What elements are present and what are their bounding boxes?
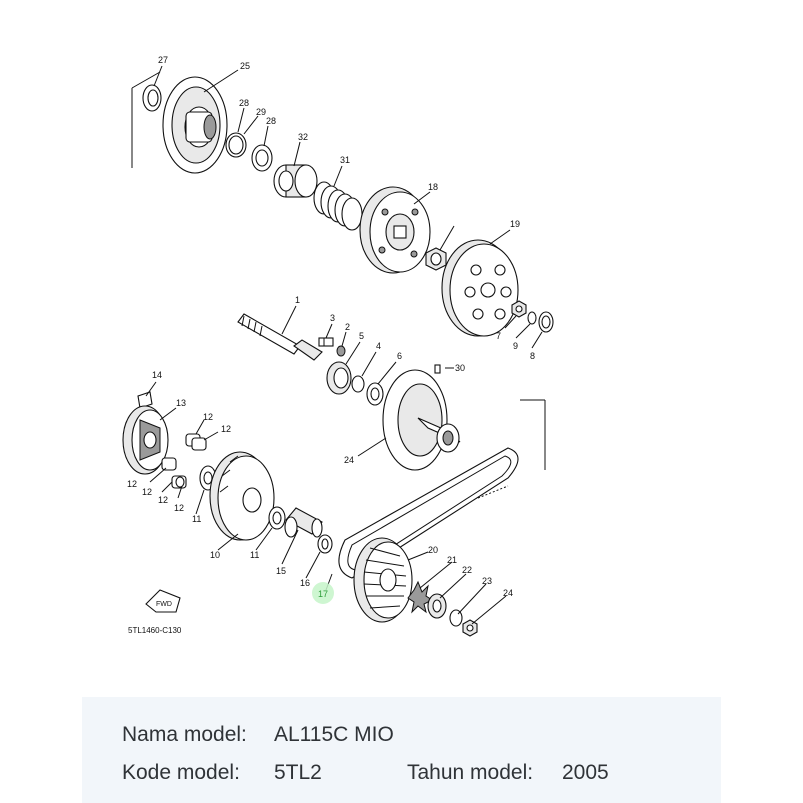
callout-16: 16 (300, 578, 310, 588)
part-24-clutch-outer (441, 239, 519, 337)
part-32-nut (425, 247, 447, 271)
exploded-parts-diagram: FWD (122, 55, 554, 637)
part-4-circlip (351, 375, 365, 393)
model-code-label: Kode model: (122, 761, 240, 784)
callout-12b: 12 (221, 424, 231, 434)
part-10-sliding-sheave (209, 451, 275, 541)
diagram-code: 5TL1460-C130 (128, 626, 182, 635)
part-16-washer (317, 534, 333, 554)
model-name-label: Nama model: (122, 723, 247, 746)
callout-14: 14 (152, 370, 162, 380)
part-27-oil-seal-b (251, 144, 273, 172)
part-28-rings (225, 132, 247, 158)
highlight-part-17 (312, 582, 334, 604)
part-19-washer (407, 580, 433, 614)
callout-5: 5 (359, 331, 364, 341)
part-22-nut (462, 619, 478, 637)
callout-24: 19 (510, 219, 520, 229)
callout-27b: 28 (266, 116, 276, 126)
part-9-washer (527, 311, 537, 325)
callout-12e: 12 (158, 495, 168, 505)
part-6-oil-seal (366, 382, 384, 406)
part-2-washer (336, 345, 346, 357)
callout-8: 8 (530, 351, 535, 361)
part-31-collar (273, 164, 318, 198)
callout-7: 7 (496, 331, 501, 341)
model-year-value: 2005 (562, 761, 609, 784)
part-3-bolt (318, 337, 334, 347)
callout-15: 15 (276, 566, 286, 576)
part-29-pin (434, 364, 441, 374)
callout-12d: 12 (142, 487, 152, 497)
callout-20: 22 (462, 565, 472, 575)
leader-lines (145, 65, 543, 625)
callout-28b: 29 (256, 107, 266, 117)
model-name-value: AL115C MIO (274, 723, 394, 746)
part-18-fixed-sheave (353, 537, 413, 623)
part-12-rollers (161, 433, 207, 489)
part-21-washer (449, 609, 463, 627)
callout-19: 21 (447, 555, 457, 565)
callout-labels: 27 25 28 29 28 32 31 18 19 1 3 2 5 4 6 3… (127, 55, 535, 599)
callout-11b: 11 (250, 550, 259, 560)
part-23-clutch-assembly (359, 186, 431, 274)
part-14-clip (137, 391, 153, 409)
callout-10: 10 (210, 550, 220, 560)
callout-29: 30 (455, 363, 465, 373)
callout-6: 6 (397, 351, 402, 361)
callout-3: 3 (330, 313, 335, 323)
callout-17: 17 (318, 589, 328, 599)
part-30-spring (313, 181, 363, 231)
part-7-nut (511, 300, 527, 318)
part-25-secondary-sheave (382, 369, 461, 471)
part-26-clutch-plate (162, 76, 228, 174)
callout-28: 28 (239, 98, 249, 108)
callout-1: 1 (295, 295, 300, 305)
callout-12: 12 (203, 412, 213, 422)
fwd-arrow-icon: FWD (145, 589, 181, 613)
part-8-bearing (538, 311, 554, 333)
model-code-value: 5TL2 (274, 761, 322, 784)
callout-21: 23 (482, 576, 492, 586)
callout-31: 32 (298, 132, 308, 142)
model-year-label: Tahun model: (407, 761, 534, 784)
model-info-panel: Nama model: AL115C MIO Kode model: 5TL2 … (82, 697, 721, 803)
callout-4: 4 (376, 341, 381, 351)
callout-22: 24 (503, 588, 513, 598)
fwd-label: FWD (156, 601, 172, 608)
part-13-cam-plate (122, 405, 169, 475)
callout-18: 20 (428, 545, 438, 555)
callout-27: 27 (158, 55, 168, 65)
callout-2: 2 (345, 322, 350, 332)
callout-23: 18 (428, 182, 438, 192)
callout-11: 11 (192, 514, 201, 524)
callout-12c: 12 (127, 479, 137, 489)
part-1-shaft (237, 313, 323, 361)
callout-13: 13 (176, 398, 186, 408)
callout-12f: 12 (174, 503, 184, 513)
callout-30: 31 (340, 155, 350, 165)
part-11-oil-seal-b (268, 506, 286, 530)
part-20-washer (427, 593, 447, 619)
part-5-bearing (326, 361, 352, 395)
assembly-frame (131, 71, 546, 470)
callout-9: 9 (513, 341, 518, 351)
part-15-collar (284, 507, 323, 538)
callout-25: 24 (344, 455, 354, 465)
part-27-oil-seal (142, 84, 162, 112)
callout-26: 25 (240, 61, 250, 71)
